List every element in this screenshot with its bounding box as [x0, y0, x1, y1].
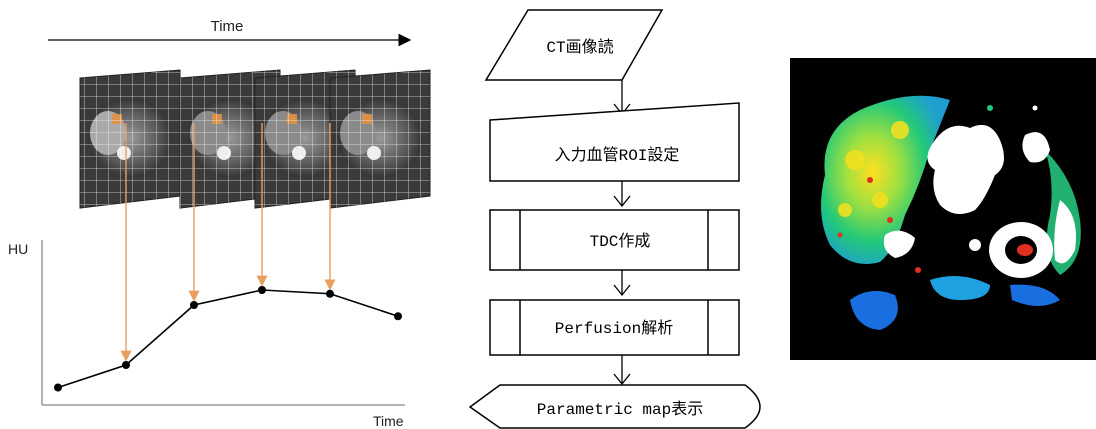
- tdc-point: [122, 361, 130, 369]
- flow-step-ct-read-label: CT画像読: [546, 38, 613, 57]
- flow-step-tdc-label: TDC作成: [590, 232, 651, 251]
- ct-frame: [329, 69, 431, 209]
- flow-step-roi-setting: 入力血管ROI設定: [489, 102, 740, 182]
- flow-step-perfusion-label: Perfusion解析: [555, 319, 673, 338]
- ct-frame-stack: [79, 69, 431, 209]
- flowchart: CT画像読 入力血管ROI設定 TDC作成 Perfusion解析: [468, 9, 761, 429]
- flow-step-perfusion: Perfusion解析: [489, 299, 740, 356]
- flow-step-display: Parametric map表示: [468, 384, 761, 429]
- y-axis-label: HU: [8, 241, 28, 257]
- flow-step-ct-read: CT画像読: [484, 9, 664, 81]
- flow-step-display-label: Parametric map表示: [537, 400, 703, 419]
- tdc-point: [258, 286, 266, 294]
- x-axis-label: Time: [373, 413, 404, 429]
- tdc-line: [57, 289, 399, 389]
- time-series-panel: Time HU Time: [8, 18, 431, 429]
- tdc-point: [54, 383, 62, 392]
- flow-step-tdc: TDC作成: [489, 209, 740, 271]
- parametric-map-image: [790, 58, 1096, 360]
- time-axis-top-label: Time: [211, 18, 244, 35]
- tdc-point: [190, 301, 198, 309]
- flow-step-roi-label: 入力血管ROI設定: [555, 146, 680, 165]
- sampling-arrows: [120, 123, 336, 362]
- tdc-point: [394, 312, 402, 321]
- ct-frame: [79, 69, 181, 209]
- tdc-curve: [54, 286, 402, 392]
- tdc-point: [326, 289, 334, 298]
